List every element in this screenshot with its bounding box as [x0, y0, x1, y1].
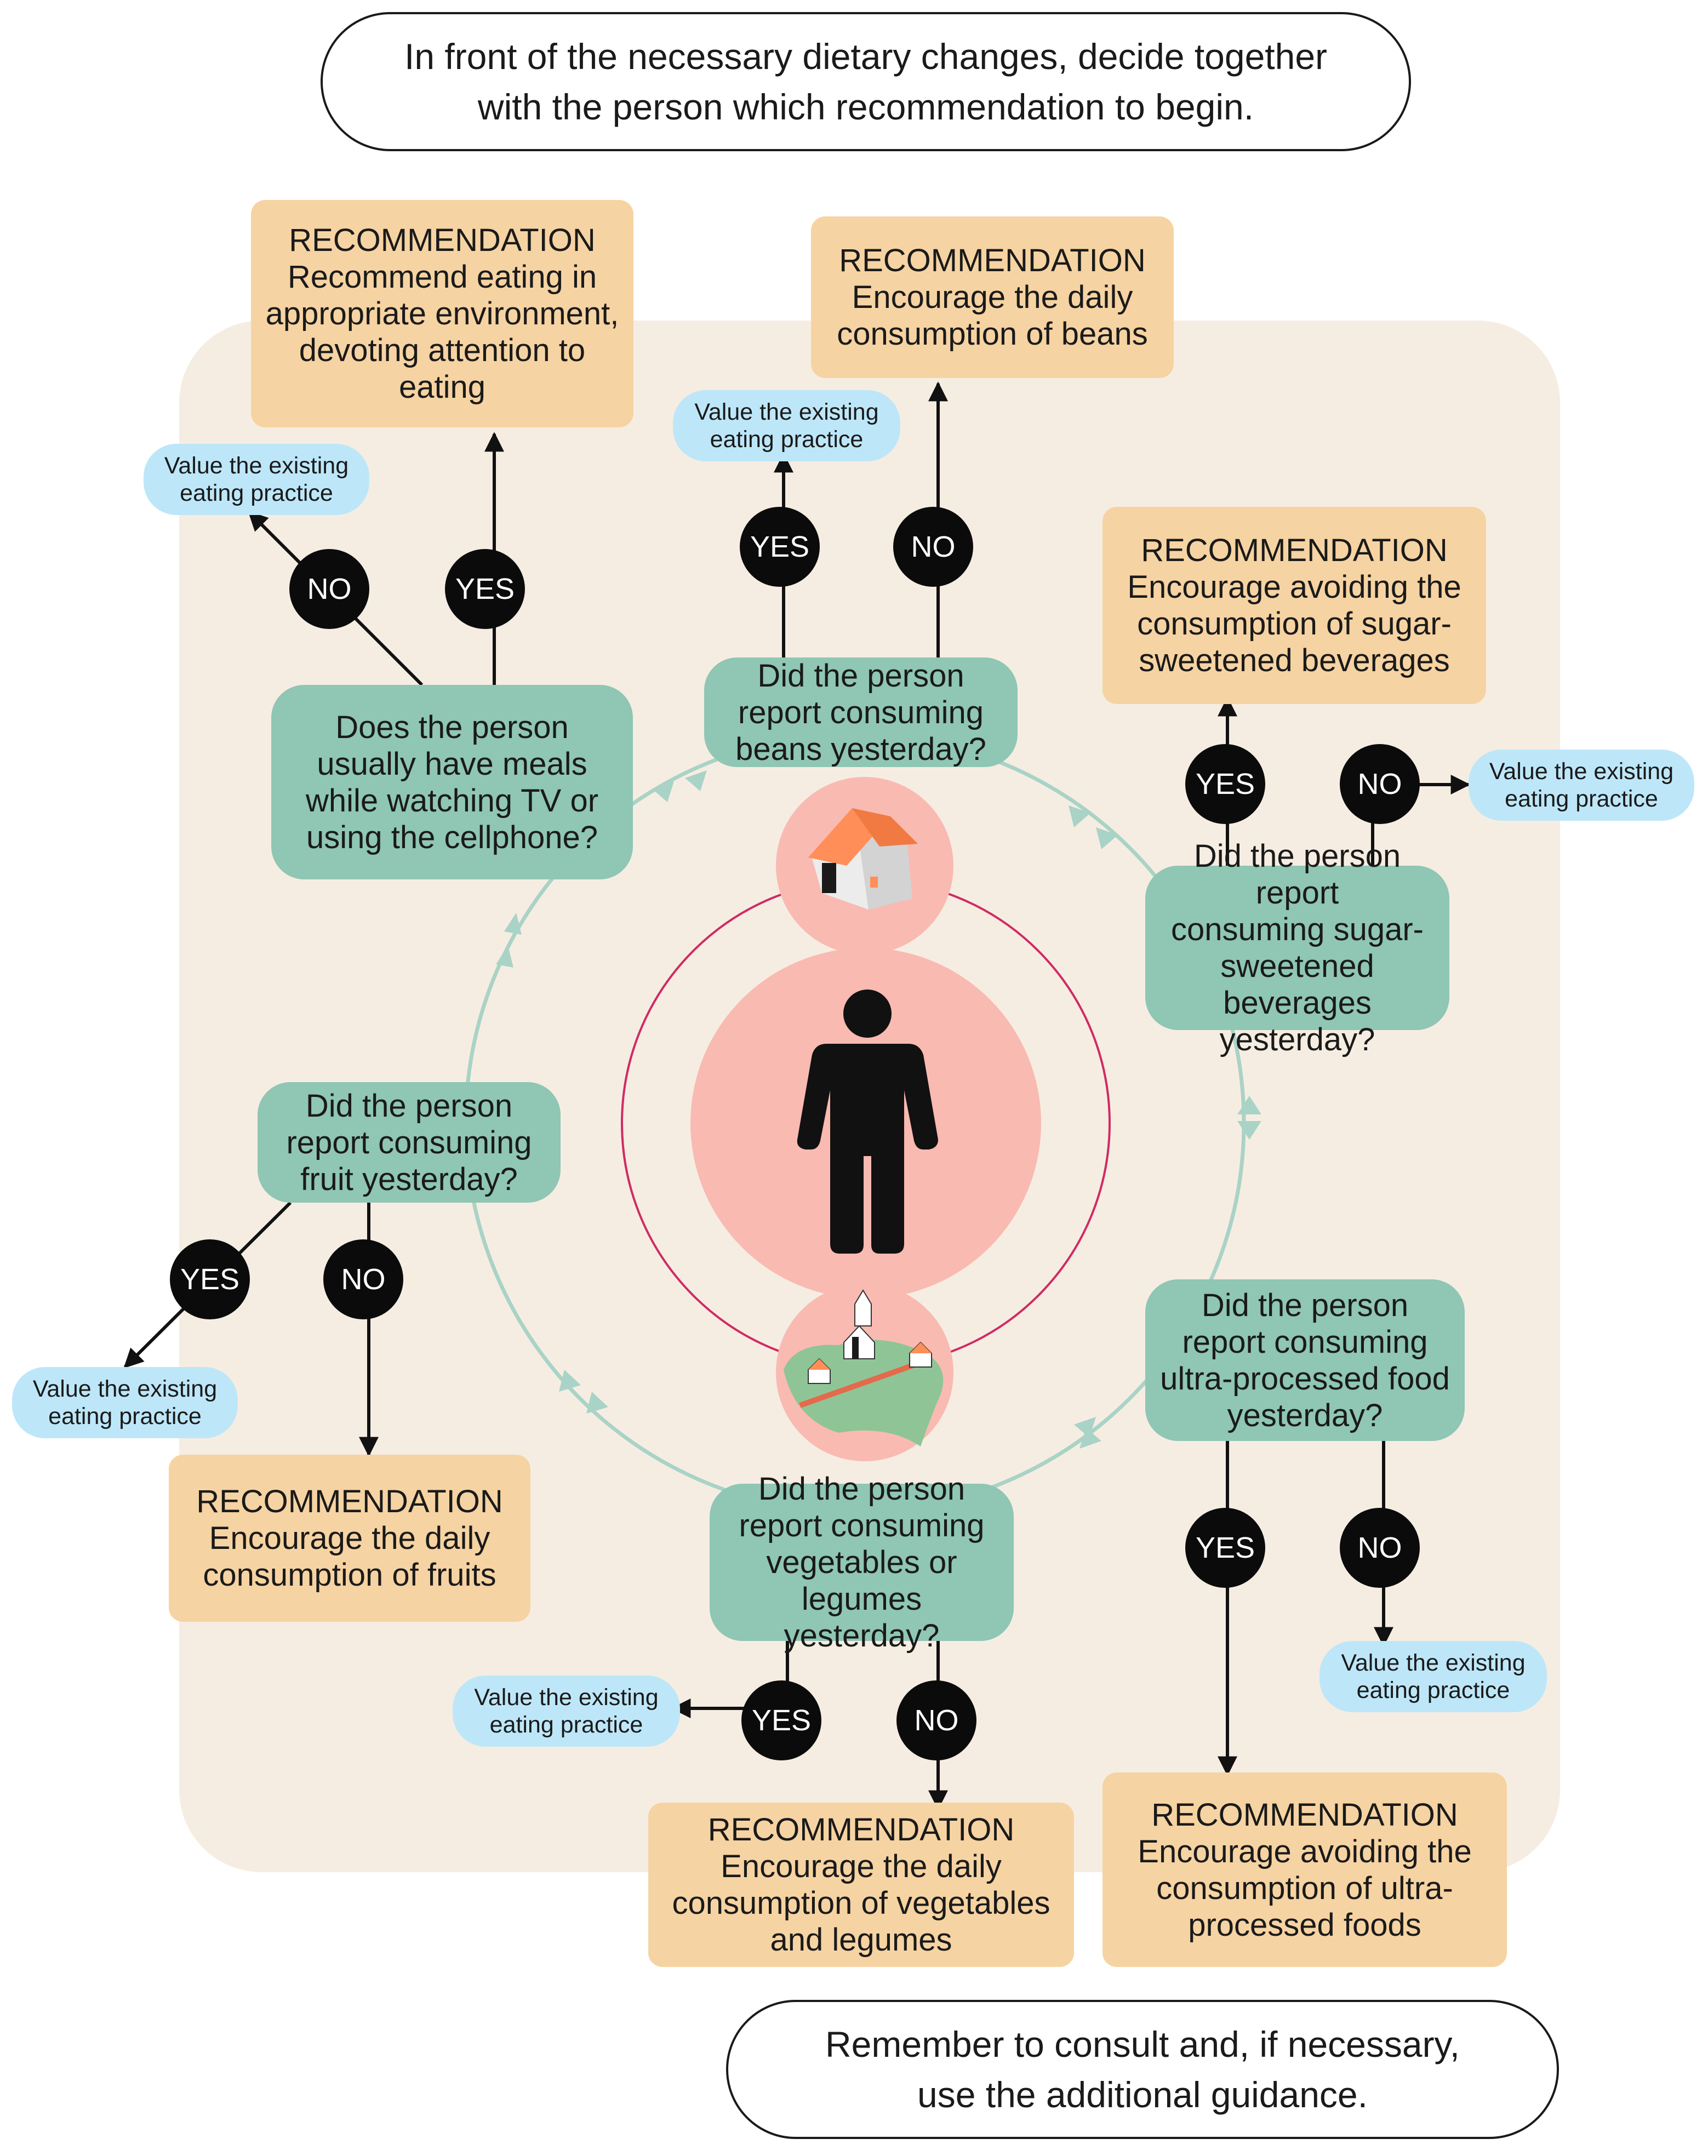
question-tv-cellphone: Does the person usually have meals while… — [271, 685, 633, 879]
value-practice-ultra: Value the existing eating practice — [1319, 1641, 1547, 1712]
answer-no-vegetables: NO — [896, 1680, 976, 1760]
recommendation-beans: RECOMMENDATION Encourage the daily consu… — [811, 216, 1174, 378]
value-practice-tv: Value the existing eating practice — [144, 444, 369, 515]
answer-no-fruit: NO — [323, 1239, 403, 1319]
question-fruit: Did the person report consuming fruit ye… — [258, 1082, 561, 1203]
header-note: In front of the necessary dietary change… — [321, 12, 1411, 151]
recommendation-vegetables: RECOMMENDATION Encourage the daily consu… — [648, 1803, 1074, 1967]
answer-yes-fruit: YES — [170, 1239, 250, 1319]
answer-no-beans: NO — [893, 507, 973, 587]
value-practice-sugar: Value the existing eating practice — [1469, 750, 1694, 821]
answer-yes-vegetables: YES — [741, 1680, 821, 1760]
recommendation-fruits: RECOMMENDATION Encourage the daily consu… — [169, 1455, 530, 1622]
answer-no-sugar: NO — [1340, 744, 1420, 824]
question-ultra-processed: Did the person report consuming ultra-pr… — [1145, 1279, 1465, 1441]
recommendation-eating-environment: RECOMMENDATION Recommend eating in appro… — [251, 200, 633, 427]
house-icon — [808, 808, 918, 910]
question-beans: Did the person report consuming beans ye… — [704, 657, 1018, 767]
value-practice-fruit: Value the existing eating practice — [12, 1367, 238, 1438]
person-icon — [797, 990, 938, 1254]
answer-yes-beans: YES — [740, 507, 820, 587]
community-icon — [784, 1289, 944, 1446]
answer-yes-tv: YES — [445, 549, 525, 629]
answer-no-ultra: NO — [1340, 1508, 1420, 1588]
question-sugar-beverages: Did the person report consuming sugar- s… — [1145, 838, 1449, 1057]
answer-yes-ultra: YES — [1185, 1508, 1265, 1588]
answer-no-tv: NO — [289, 549, 369, 629]
value-practice-vegetables: Value the existing eating practice — [453, 1675, 680, 1747]
answer-yes-sugar: YES — [1185, 744, 1265, 824]
question-vegetables: Did the person report consuming vegetabl… — [710, 1471, 1014, 1654]
footer-note: Remember to consult and, if necessary, u… — [726, 2000, 1559, 2139]
recommendation-sugar-beverages: RECOMMENDATION Encourage avoiding the co… — [1103, 507, 1486, 704]
recommendation-ultra-processed: RECOMMENDATION Encourage avoiding the co… — [1103, 1772, 1507, 1967]
value-practice-beans: Value the existing eating practice — [673, 390, 900, 461]
cycle-arrow-markers — [496, 770, 1261, 1449]
